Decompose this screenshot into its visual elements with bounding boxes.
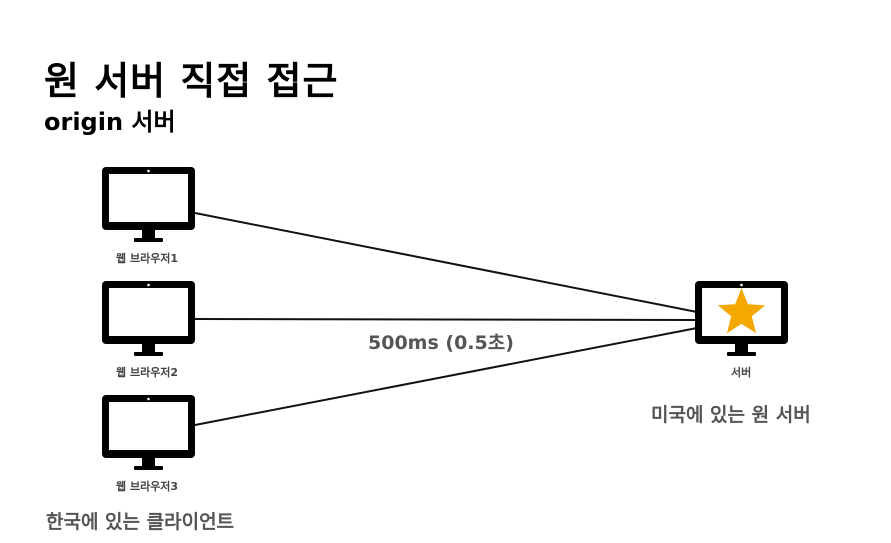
latency-label: 500ms (0.5초) bbox=[368, 332, 514, 354]
client-monitor-2 bbox=[102, 281, 195, 356]
connection-line-2 bbox=[194, 318, 698, 321]
server-location-note: 미국에 있는 원 서버 bbox=[651, 404, 811, 426]
client-label-3: 웹 브라우저3 bbox=[116, 480, 179, 493]
server-monitor bbox=[695, 281, 788, 356]
page-title: 원 서버 직접 접근 bbox=[44, 59, 339, 103]
client-label-1: 웹 브라우저1 bbox=[116, 252, 179, 265]
client-location-note: 한국에 있는 클라이언트 bbox=[46, 511, 235, 533]
connection-line-1 bbox=[194, 212, 698, 313]
server-label: 서버 bbox=[731, 366, 752, 379]
client-monitor-3 bbox=[102, 395, 195, 470]
page-subtitle: origin 서버 bbox=[44, 108, 176, 136]
connection-line-3 bbox=[194, 327, 698, 426]
client-label-2: 웹 브라우저2 bbox=[116, 366, 179, 379]
client-monitor-1 bbox=[102, 167, 195, 242]
star-icon bbox=[717, 288, 766, 334]
